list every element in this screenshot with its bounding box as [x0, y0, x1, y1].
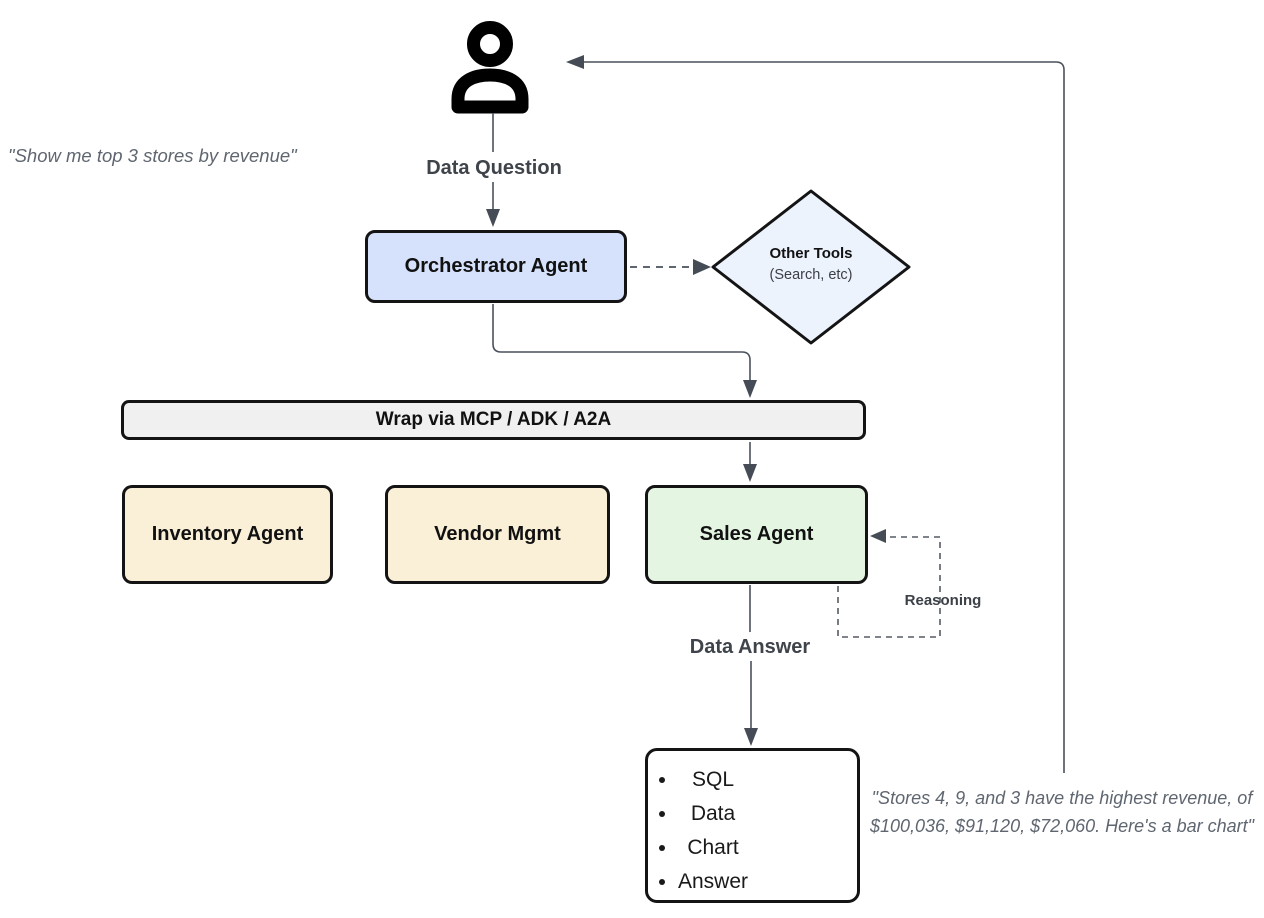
- output-list-node: SQL Data Chart Answer: [645, 748, 860, 903]
- other-tools-node: Other Tools (Search, etc): [731, 243, 891, 286]
- reasoning-label: Reasoning: [904, 592, 982, 609]
- sales-agent-label: Sales Agent: [699, 523, 814, 545]
- vendor-mgmt-label: Vendor Mgmt: [434, 523, 561, 545]
- output-item-data: Data: [678, 797, 748, 831]
- wrap-mcp-adk-a2a-node: Wrap via MCP / ADK / A2A: [121, 400, 866, 440]
- orchestrator-to-wrap-line: [492, 304, 751, 381]
- output-list: SQL Data Chart Answer: [656, 763, 748, 899]
- other-tools-subtitle: (Search, etc): [769, 266, 853, 283]
- data-question-label: Data Question: [426, 157, 562, 179]
- vendor-mgmt-node: Vendor Mgmt: [385, 485, 610, 584]
- inventory-agent-node: Inventory Agent: [122, 485, 333, 584]
- other-tools-title: Other Tools: [769, 245, 853, 262]
- arrowhead-into-output: [744, 728, 758, 746]
- sales-agent-node: Sales Agent: [645, 485, 868, 584]
- output-item-answer: Answer: [678, 865, 748, 899]
- arrowhead-into-user: [566, 55, 584, 69]
- inventory-agent-label: Inventory Agent: [151, 523, 304, 545]
- arrowhead-into-orchestrator: [486, 209, 500, 227]
- arrowhead-into-wrap: [743, 380, 757, 398]
- answer-return-line: [583, 61, 1065, 773]
- arrowhead-reasoning-into-sales: [870, 529, 886, 543]
- orchestrator-agent-node: Orchestrator Agent: [365, 230, 627, 303]
- orchestrator-agent-label: Orchestrator Agent: [404, 255, 588, 277]
- data-answer-label: Data Answer: [689, 636, 811, 658]
- agent-answer-quote: "Stores 4, 9, and 3 have the highest rev…: [869, 788, 1255, 836]
- wrap-label: Wrap via MCP / ADK / A2A: [375, 409, 612, 430]
- output-item-sql: SQL: [678, 763, 748, 797]
- sales-to-output-line: [749, 585, 752, 728]
- output-item-chart: Chart: [678, 831, 748, 865]
- reasoning-loop-dashed-line: [837, 536, 941, 638]
- person-icon: [451, 21, 529, 114]
- other-tools-diamond-shape: [711, 189, 911, 345]
- arrowhead-into-other-tools: [693, 259, 711, 275]
- user-question-quote: "Show me top 3 stores by revenue": [8, 145, 297, 166]
- arrowhead-into-sales: [743, 464, 757, 482]
